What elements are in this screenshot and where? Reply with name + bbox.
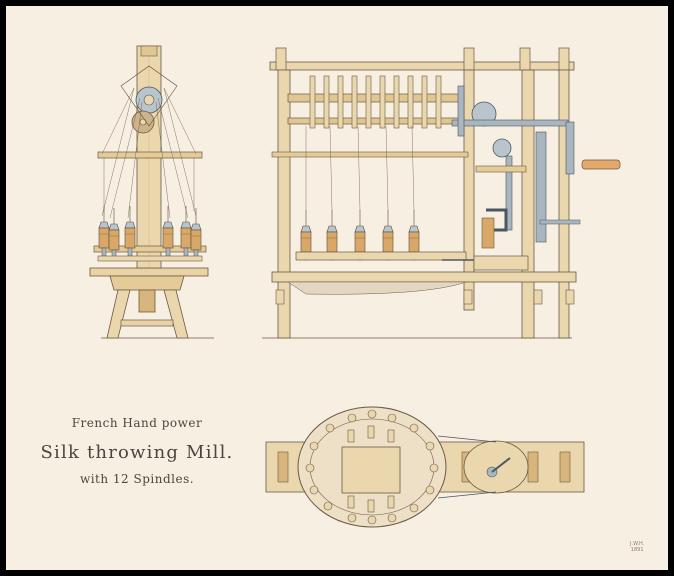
signature-initials: J.W.H.	[630, 541, 645, 547]
artist-signature: J.W.H. 1891	[630, 541, 644, 553]
end-elevation-view	[89, 45, 214, 339]
technical-drawing	[89, 45, 621, 528]
caption-line-1: French Hand power	[71, 416, 203, 430]
plan-view	[265, 406, 585, 528]
signature-year: 1891	[630, 547, 644, 553]
drawing-sheet: French Hand power Silk throwing Mill. wi…	[6, 6, 668, 570]
caption-title: Silk throwing Mill.	[40, 442, 234, 463]
caption-line-3: with 12 Spindles.	[79, 472, 195, 486]
side-elevation-view	[262, 47, 621, 339]
